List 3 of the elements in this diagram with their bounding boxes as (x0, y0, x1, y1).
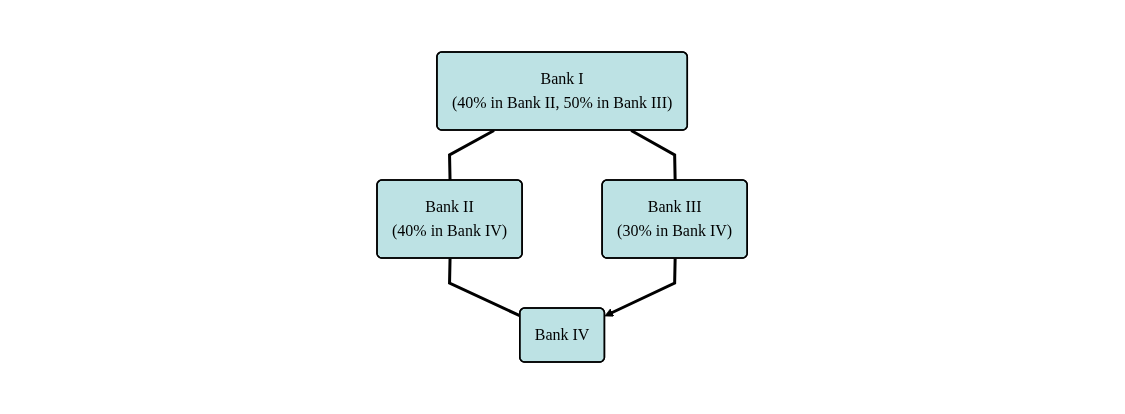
connector (448, 129, 496, 181)
arrow (604, 258, 678, 317)
connector (630, 129, 678, 181)
